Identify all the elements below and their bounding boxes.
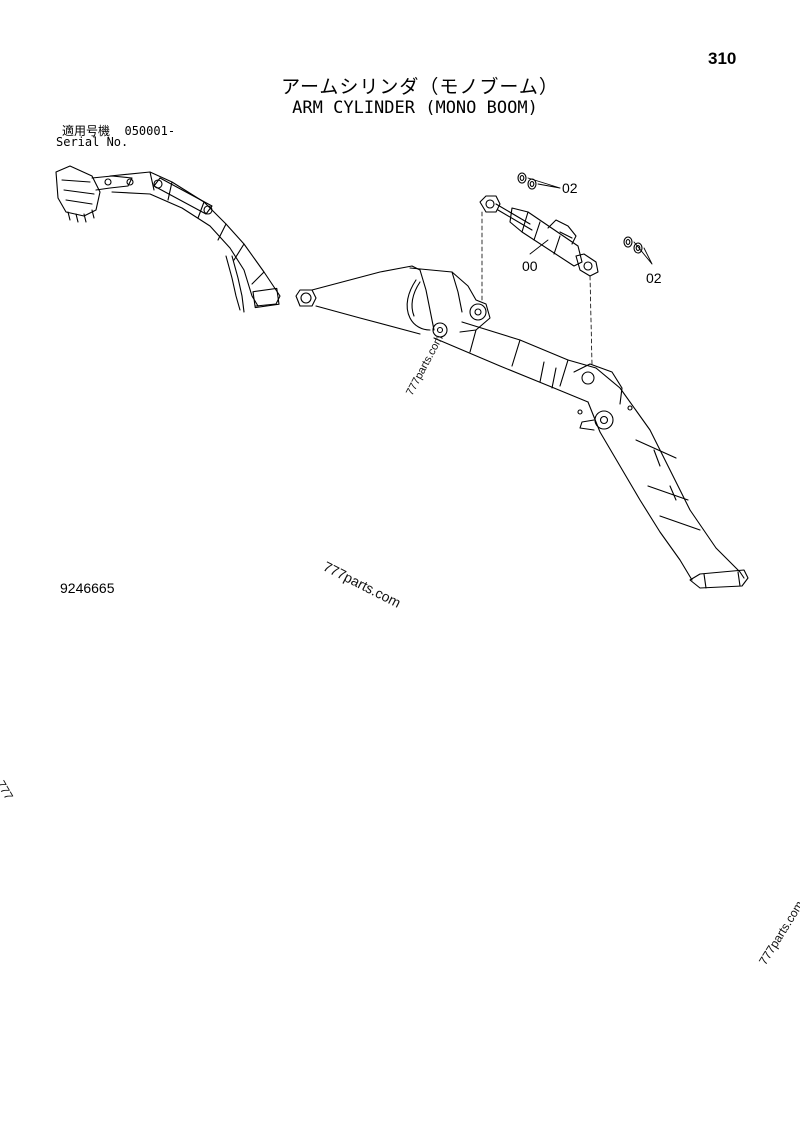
callout-00: 00: [522, 258, 538, 274]
serial-japanese-row: 適用号機 050001-: [62, 122, 175, 139]
mono-boom: [295, 265, 749, 589]
document-number: 9246665: [60, 580, 115, 596]
title-japanese: アームシリンダ（モノブーム）: [281, 76, 559, 98]
overview-arm-assembly: [55, 165, 281, 313]
serial-label-japanese: 適用号機: [62, 124, 111, 138]
bushing-set-bottom: [623, 236, 643, 254]
leader-02-bottom: [633, 241, 653, 265]
serial-value: 050001-: [124, 124, 176, 138]
callout-02-top: 02: [562, 180, 578, 196]
serial-label-english: Serial No.: [56, 135, 129, 149]
callout-02-bottom: 02: [646, 270, 662, 286]
arm-cylinder-part: [479, 195, 599, 277]
leader-00: [529, 239, 549, 255]
install-dashed-lines: [481, 211, 593, 365]
leader-02-top: [527, 177, 561, 189]
bushing-set-top: [517, 172, 537, 190]
page-number: 310: [708, 49, 737, 68]
title-english: ARM CYLINDER (MONO BOOM): [292, 98, 538, 118]
